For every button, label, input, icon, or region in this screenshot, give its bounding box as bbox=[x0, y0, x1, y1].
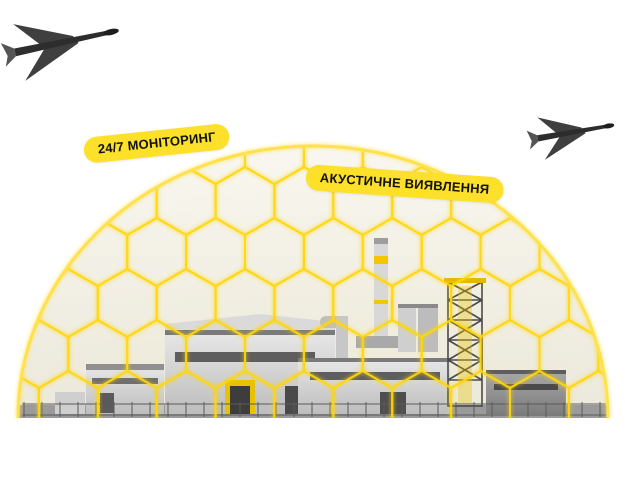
hex-cell bbox=[18, 216, 70, 288]
hex-cell bbox=[0, 218, 9, 286]
factory-illustration bbox=[18, 146, 608, 418]
hex-cell bbox=[37, 369, 99, 418]
hex-cell bbox=[18, 267, 40, 339]
hex-cell bbox=[155, 369, 217, 418]
hex-cell bbox=[96, 369, 158, 418]
drone-icon bbox=[0, 24, 119, 81]
hex-cell bbox=[479, 146, 541, 186]
hex-cell bbox=[18, 146, 70, 186]
hex-cell bbox=[0, 320, 9, 388]
hex-cell bbox=[37, 165, 99, 237]
hex-cell bbox=[597, 216, 608, 288]
hex-cell bbox=[0, 116, 9, 184]
hex-cell bbox=[214, 369, 276, 418]
hex-cell bbox=[450, 369, 511, 418]
hex-cell bbox=[18, 165, 40, 237]
hex-cell bbox=[567, 165, 608, 237]
hex-cell bbox=[332, 369, 394, 418]
dome-outline bbox=[16, 144, 610, 419]
hex-cell bbox=[509, 369, 570, 418]
hex-cell bbox=[273, 369, 335, 418]
hex-cell bbox=[567, 369, 608, 418]
dome-hex-mesh bbox=[0, 116, 608, 418]
hex-cell bbox=[391, 369, 453, 418]
drone-icon bbox=[526, 117, 615, 160]
